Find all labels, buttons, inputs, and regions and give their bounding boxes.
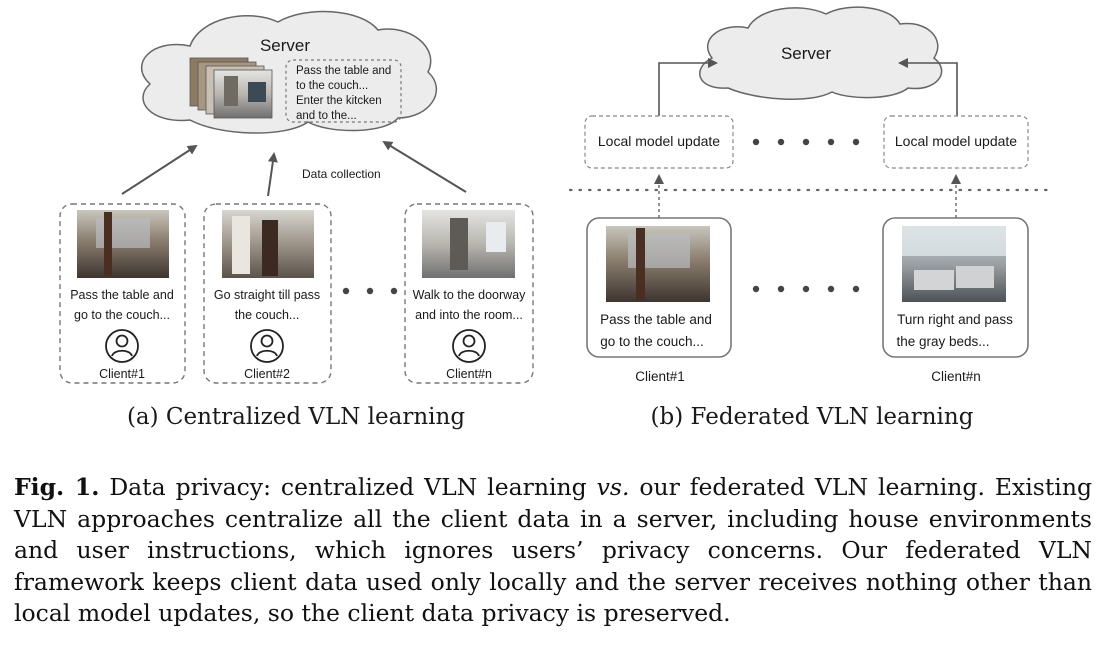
local-update-box (883, 115, 1029, 169)
image-pillar (104, 212, 112, 276)
top-ellipsis (752, 138, 860, 146)
client-box (882, 217, 1029, 358)
bottom-ellipsis (752, 285, 860, 293)
client-instruction-line: and into the room... (415, 308, 523, 322)
figure-diagram: Server Pass the table and to the couch..… (59, 6, 1052, 430)
right-subcaption: (b) Federated VLN learning (651, 404, 974, 430)
image-bed (914, 270, 954, 290)
server-note-line: Enter the kitcken (296, 95, 382, 107)
left-subcaption: (a) Centralized VLN learning (127, 404, 465, 430)
update-arrow (898, 58, 958, 116)
client-instruction-line: go to the couch... (74, 308, 170, 322)
image-doorway (450, 218, 468, 270)
image-window (902, 226, 1006, 256)
client-label: Client#n (931, 369, 981, 384)
client-box (404, 203, 534, 384)
left-server-cloud (140, 10, 438, 134)
image-doorway (232, 216, 250, 274)
server-note-box (285, 59, 402, 123)
right-client-n: Turn right and pass the gray beds... Cli… (882, 217, 1029, 384)
update-arrow (658, 58, 718, 116)
upload-arrow (382, 140, 467, 193)
caption-text: Data privacy: centralized VLN learning (99, 473, 597, 501)
client-instruction-line: Turn right and pass (897, 312, 1013, 327)
image-cabinet (262, 220, 278, 276)
server-note-line: and to the... (296, 110, 357, 122)
stack-image-doorway (224, 76, 238, 106)
client-instruction-line: go to the couch... (600, 334, 704, 349)
client-instruction-line: the gray beds... (896, 334, 989, 349)
cloud-shape (140, 10, 438, 134)
caption-emphasis: vs. (596, 473, 630, 501)
right-server-label: Server (781, 44, 831, 63)
client-instruction-line: Pass the table and (600, 312, 712, 327)
user-icon (452, 329, 486, 363)
local-update-box (584, 115, 734, 169)
server-note-line: Pass the table and (296, 65, 391, 77)
user-icon (250, 329, 284, 363)
client-label: Client#2 (244, 367, 290, 381)
caption-text: our federated VLN learning. Existing VLN… (14, 473, 1092, 628)
user-icon (105, 329, 139, 363)
cloud-shape (699, 6, 943, 100)
figure-label: Fig. 1. (14, 473, 100, 501)
left-server-label: Server (260, 36, 310, 55)
data-collection-label: Data collection (302, 167, 381, 181)
right-client-1: Pass the table and go to the couch... Cl… (586, 217, 732, 384)
local-update-label: Local model update (598, 133, 720, 149)
client-label: Client#1 (635, 369, 685, 384)
left-client-1: Pass the table and go to the couch... Cl… (59, 203, 186, 384)
image-bed (956, 266, 994, 288)
left-client-n: Walk to the doorway and into the room...… (404, 203, 534, 384)
figure-caption: Fig. 1. Data privacy: centralized VLN le… (14, 472, 1092, 630)
upload-arrow (121, 144, 198, 195)
left-ellipsis (342, 287, 398, 295)
left-client-2: Go straight till pass the couch... Clien… (203, 203, 332, 384)
client-instruction-line: Pass the table and (70, 288, 174, 302)
client-instruction-line: Walk to the doorway (413, 288, 527, 302)
server-note-line: to the couch... (296, 80, 368, 92)
client-instruction-line: Go straight till pass (214, 288, 320, 302)
client-instruction-line: the couch... (235, 308, 300, 322)
right-server-cloud (699, 6, 943, 100)
stack-image-painting (248, 82, 266, 102)
client-box (203, 203, 332, 384)
server-image-stack (189, 57, 273, 119)
client-box (59, 203, 186, 384)
upload-arrow (267, 152, 278, 197)
client-label: Client#1 (99, 367, 145, 381)
client-label: Client#n (446, 367, 492, 381)
client-box (586, 217, 732, 358)
image-pillar (636, 228, 645, 300)
image-window (486, 222, 506, 252)
local-update-label: Local model update (895, 133, 1017, 149)
